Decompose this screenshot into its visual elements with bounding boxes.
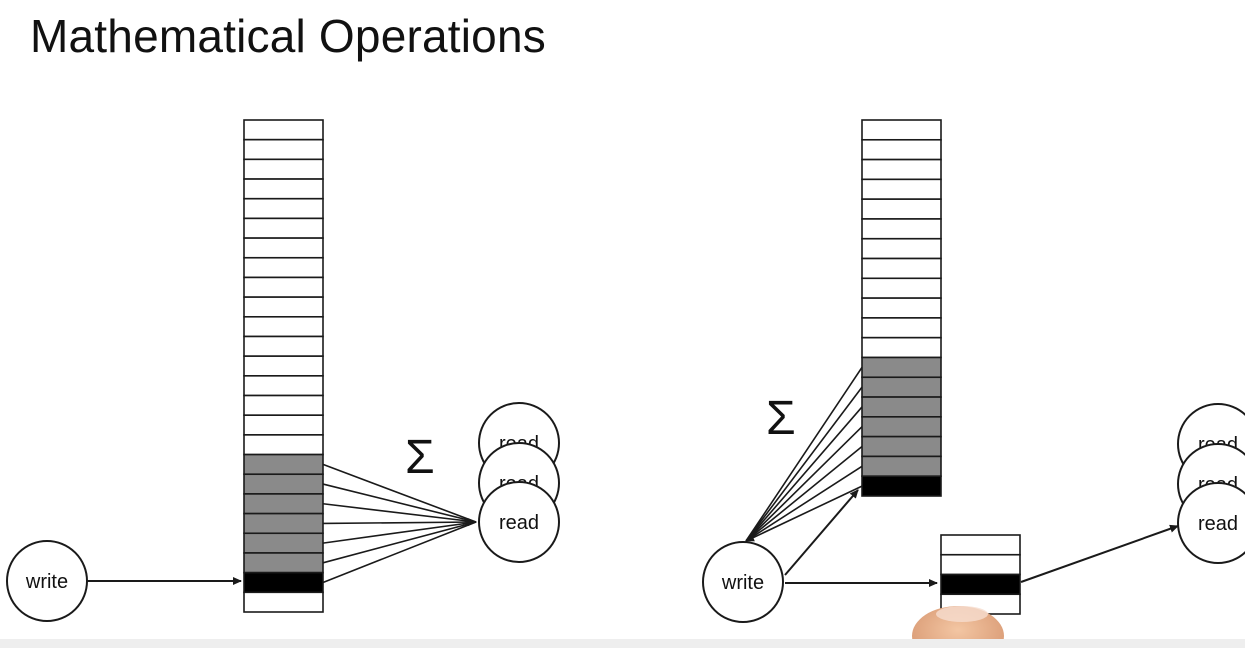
left-buffer-cell (243, 178, 324, 200)
right-buffer-column (861, 119, 942, 497)
right-fan-line (745, 406, 863, 542)
left-buffer-cell (243, 119, 324, 141)
right-buffer-cell (861, 317, 942, 339)
right-fan-line (745, 485, 863, 542)
right-read-stack: read read read (1177, 403, 1245, 564)
right-fan-line (745, 386, 863, 542)
right-read-label-3: read (1198, 513, 1238, 535)
right-buffer-cell (861, 158, 942, 181)
left-buffer-cell (243, 375, 324, 397)
right-small-buffer (940, 534, 1021, 615)
left-buffer-cell (243, 512, 324, 535)
left-buffer-cell (243, 434, 324, 456)
slide-title: Mathematical Operations (30, 10, 546, 62)
left-write-label: write (25, 571, 68, 593)
right-fan-line (745, 426, 863, 542)
left-buffer-cell (243, 138, 324, 161)
left-buffer-cell (243, 197, 324, 220)
right-write-node: write (702, 541, 784, 623)
small-buffer-cell (940, 534, 1021, 556)
right-sum-symbol: Σ (766, 392, 796, 445)
left-buffer-cell (243, 276, 324, 298)
small-buffer-cell (940, 553, 1021, 576)
left-buffer-cell (243, 237, 324, 259)
right-diagram: Σ write read read (702, 119, 1245, 648)
right-buffer-cell (861, 435, 942, 458)
bottom-strip (0, 639, 1245, 648)
right-buffer-cell (861, 297, 942, 319)
left-buffer-cell (243, 414, 324, 436)
right-small-buffer-to-read-arrow (1020, 524, 1179, 583)
left-fan-line (322, 463, 477, 523)
right-fan-lines (745, 366, 863, 542)
small-buffer-cell (940, 573, 1021, 596)
left-buffer-cell (243, 315, 324, 338)
left-fan-line (322, 518, 477, 527)
right-buffer-cell (861, 198, 942, 220)
right-fan-line (745, 366, 863, 542)
left-fan-lines (322, 463, 477, 584)
left-buffer-cell (243, 453, 324, 476)
left-read-node-3: read (478, 481, 560, 563)
right-buffer-cell (861, 257, 942, 280)
left-buffer-cell (243, 532, 324, 554)
left-buffer-cell (243, 256, 324, 279)
left-buffer-cell (243, 493, 324, 515)
left-buffer-column (243, 119, 324, 613)
right-buffer-cell (861, 356, 942, 379)
left-buffer-cell (243, 355, 324, 377)
right-buffer-cell (861, 178, 942, 200)
left-buffer-cell (243, 552, 324, 574)
right-fan-line (745, 445, 863, 542)
right-write-label: write (721, 572, 764, 594)
right-write-to-buffer-arrow (784, 489, 859, 576)
left-buffer-cell (243, 296, 324, 318)
left-buffer-cell (243, 158, 324, 180)
left-write-node: write (6, 540, 88, 622)
left-buffer-cell (243, 217, 324, 239)
left-buffer-cell (243, 591, 324, 613)
right-buffer-cell (861, 119, 942, 141)
left-sum-symbol: Σ (405, 431, 435, 484)
right-read-node-3: read (1177, 482, 1245, 564)
right-buffer-cell (861, 336, 942, 359)
right-buffer-cell (861, 237, 942, 260)
left-buffer-cell (243, 571, 324, 594)
right-buffer-cell (861, 416, 942, 438)
left-fan-line (322, 502, 477, 523)
right-buffer-cell (861, 455, 942, 478)
right-buffer-cell (861, 138, 942, 161)
left-buffer-cell (243, 473, 324, 495)
right-buffer-cell (861, 396, 942, 418)
left-buffer-cell (243, 394, 324, 416)
right-fan-line (745, 465, 863, 542)
left-fan-line (322, 521, 477, 584)
left-diagram: Σ read read read write (6, 119, 560, 622)
right-buffer-cell (861, 218, 942, 240)
left-fan-line (322, 521, 477, 544)
right-buffer-cell (861, 475, 942, 497)
left-read-label-3: read (499, 512, 539, 534)
left-buffer-cell (243, 335, 324, 357)
left-read-stack: read read read (478, 402, 560, 563)
right-buffer-cell (861, 277, 942, 299)
finger-pointer-icon (912, 606, 1004, 648)
left-fan-line (322, 521, 477, 564)
right-buffer-cell (861, 376, 942, 398)
left-fan-line (322, 483, 477, 523)
